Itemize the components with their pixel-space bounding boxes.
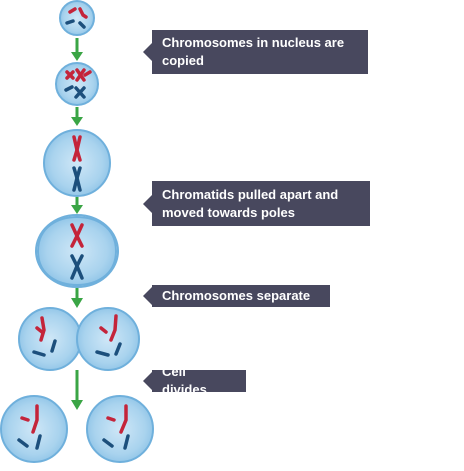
chromosome-red — [106, 404, 128, 434]
cell-stage-1 — [59, 0, 95, 36]
arrow-5 — [71, 370, 83, 410]
label-text: Chromatids pulled apart and moved toward… — [162, 186, 339, 220]
cell-stage-4 — [35, 214, 119, 288]
cell-stage-5 — [18, 307, 140, 371]
arrow-2 — [71, 107, 83, 126]
chromosome-blue-aligned — [72, 166, 82, 192]
chromosome-blue — [102, 434, 130, 450]
chromosome-red-left — [35, 316, 46, 342]
arrow-1 — [71, 38, 83, 61]
chromosome-blue-right — [95, 342, 122, 357]
label-chromatids-pulled-apart: Chromatids pulled apart and moved toward… — [143, 181, 370, 226]
daughter-cell-left — [0, 395, 68, 463]
chromosome-red-right — [99, 314, 118, 342]
label-text: Chromosomes separate — [162, 288, 311, 303]
chromosome-red — [68, 7, 88, 19]
label-text: Cell divides — [162, 364, 207, 397]
chromosome-red-aligned — [72, 135, 82, 162]
arrow-3 — [71, 197, 83, 214]
daughter-cell-right — [86, 395, 154, 463]
label-cell-divides: Cell divides — [143, 364, 246, 397]
chromosome-blue — [65, 19, 86, 29]
cell-stage-3 — [43, 129, 111, 197]
chromosome-blue-left — [32, 339, 57, 357]
chromosome-red — [20, 404, 39, 434]
cell-stage-2 — [55, 62, 99, 106]
chromosome-blue — [17, 434, 42, 450]
chromosome-red-copied — [65, 68, 92, 82]
chromosome-blue-copied — [64, 85, 86, 99]
label-chromosomes-copied: Chromosomes in nucleus are copied — [143, 30, 368, 74]
chromatids-red — [70, 223, 84, 248]
chromatids-blue — [70, 254, 84, 280]
label-text: Chromosomes in nucleus are copied — [162, 35, 345, 68]
label-chromosomes-separate: Chromosomes separate — [143, 285, 330, 307]
